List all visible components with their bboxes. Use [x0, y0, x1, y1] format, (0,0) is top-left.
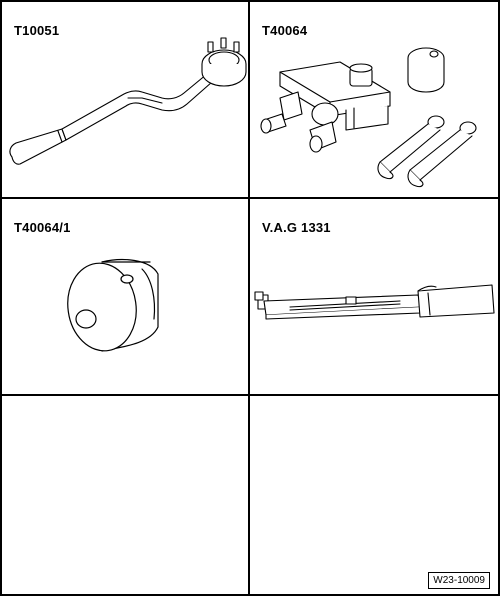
- puller-sleeve-drawing: [67, 258, 159, 352]
- tool-cell-t40064-1: T40064/1: [2, 199, 248, 394]
- grid-divider-row-2: [0, 394, 500, 396]
- frame-top: [0, 0, 500, 2]
- counterhold-wrench-drawing: [9, 37, 247, 165]
- tool-cell-t10051: T10051: [2, 2, 248, 197]
- figure-reference: W23-10009: [428, 572, 490, 589]
- tool-number: T40064/1: [14, 220, 71, 235]
- torque-wrench-drawing: [254, 284, 495, 320]
- frame-left: [0, 0, 2, 596]
- tool-cell-empty-right: [250, 396, 498, 594]
- tool-number: T40064: [262, 23, 308, 38]
- puller-set-drawing: [260, 47, 477, 188]
- frame-right: [498, 0, 500, 596]
- tool-number: T10051: [14, 23, 60, 38]
- tool-cell-empty-left: [2, 396, 248, 594]
- grid-divider-vertical: [248, 0, 250, 596]
- frame-bottom: [0, 594, 500, 596]
- tool-number: V.A.G 1331: [262, 220, 331, 235]
- tool-cell-vag-1331: V.A.G 1331: [250, 199, 498, 394]
- tool-cell-t40064: T40064: [250, 2, 498, 197]
- grid-divider-row-1: [0, 197, 500, 199]
